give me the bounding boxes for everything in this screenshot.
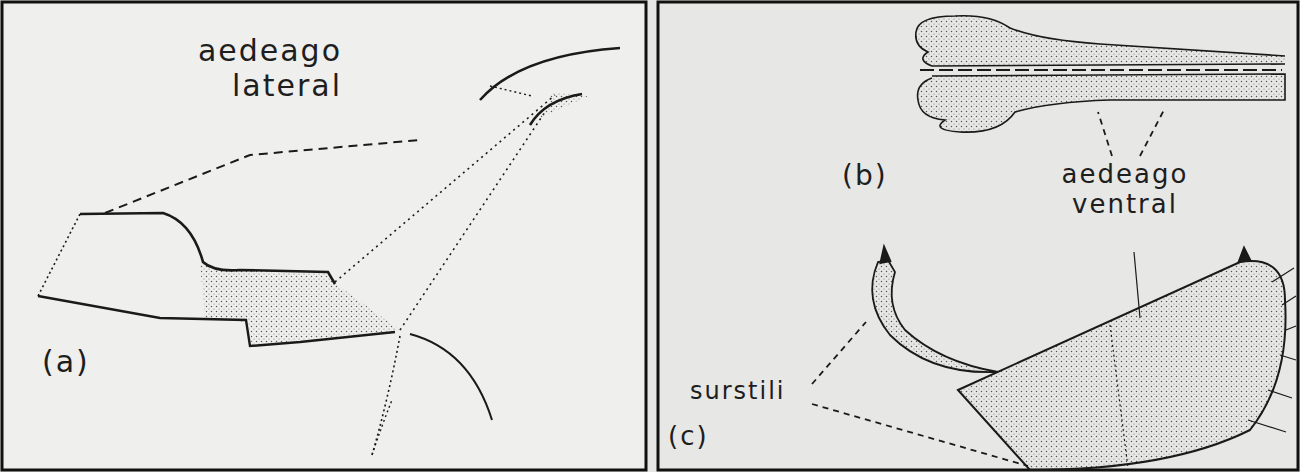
part-label: aedeago lateral bbox=[178, 34, 342, 103]
part-label: aedeago ventral bbox=[1058, 160, 1192, 220]
surstyli bbox=[812, 246, 1296, 470]
leader-line bbox=[812, 404, 1028, 466]
label-holder: aedeago lateral bbox=[178, 34, 342, 103]
leader-line bbox=[1098, 112, 1112, 156]
label-holder: surstili bbox=[690, 378, 810, 406]
panel-letter: (a) bbox=[42, 345, 122, 380]
leader-line bbox=[812, 322, 866, 384]
part-label: surstili bbox=[690, 378, 810, 406]
panel-letter: (b) bbox=[842, 160, 922, 192]
label-holder: aedeago ventral bbox=[1058, 160, 1192, 220]
leader-line bbox=[105, 140, 420, 213]
panel-frame bbox=[2, 2, 646, 470]
panel-frame bbox=[658, 2, 1298, 470]
label-holder: (c) bbox=[668, 422, 738, 452]
panel-letter: (c) bbox=[668, 422, 738, 452]
aedeagus-lateral bbox=[38, 48, 620, 455]
label-holder: (b) bbox=[842, 160, 922, 192]
label-holder: (a) bbox=[42, 345, 122, 380]
aedeagus-ventral bbox=[916, 16, 1285, 156]
leader-line bbox=[1140, 108, 1165, 156]
